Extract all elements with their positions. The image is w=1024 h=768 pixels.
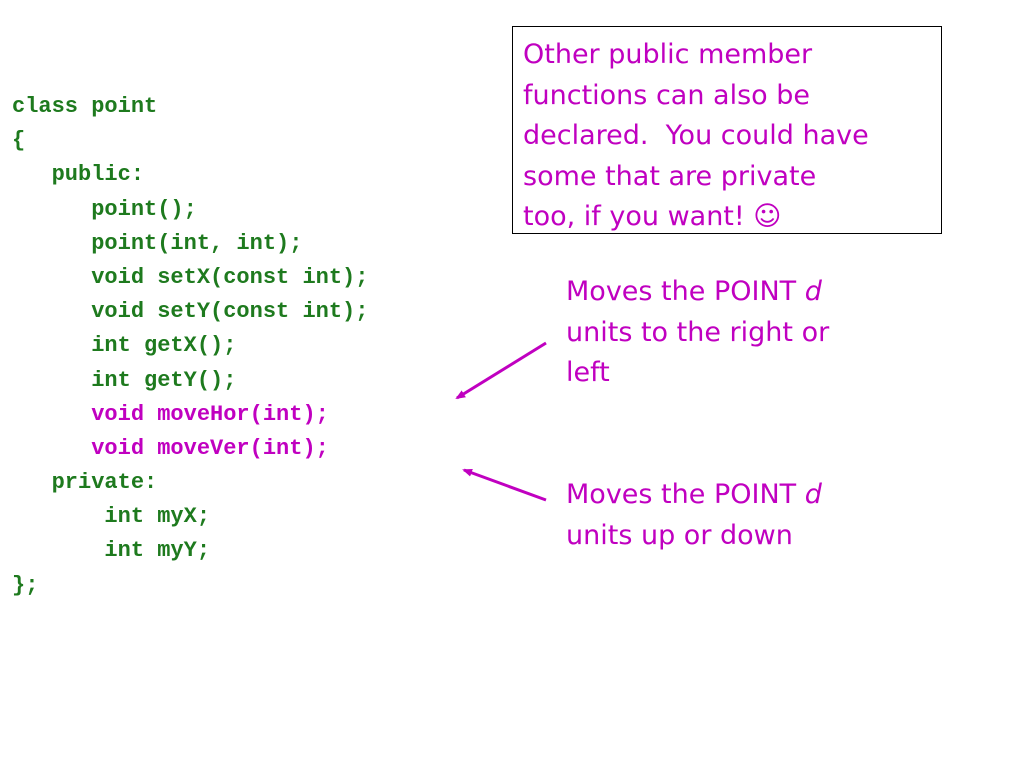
code-line: int myY; — [12, 538, 211, 564]
annotation-move-vertical: Moves the POINT d units up or down — [566, 475, 822, 556]
code-block: class point { public: point(); point(int… — [12, 90, 368, 603]
code-line: { — [12, 128, 26, 154]
code-line: int getX(); — [12, 333, 237, 359]
code-line: class point — [12, 94, 158, 119]
code-line-movever: void moveVer(int); — [12, 435, 329, 461]
code-line: }; — [12, 572, 39, 598]
annotation-line: left — [566, 357, 610, 388]
note-box: Other public member functions can also b… — [512, 26, 942, 234]
code-line: private: — [12, 470, 158, 496]
variable-d: d — [804, 276, 822, 307]
annotation-line: units up or down — [566, 519, 793, 551]
note-line: too, if you want! ☺ — [523, 201, 782, 232]
code-line: int getY(); — [12, 367, 237, 393]
code-line-movehor: void moveHor(int); — [12, 401, 329, 427]
code-line: point(int, int); — [12, 230, 303, 256]
note-line: Other public member — [523, 39, 813, 70]
variable-d: d — [804, 479, 822, 510]
note-line: functions can also be — [523, 79, 810, 111]
annotation-line: Moves the POINT d — [566, 475, 822, 516]
code-line: int myX; — [12, 504, 211, 530]
annotation-line: Moves the POINT d — [566, 272, 829, 313]
code-line: point(); — [12, 196, 197, 222]
code-line: public: — [12, 162, 145, 188]
note-line: some that are private — [523, 160, 817, 192]
arrow-to-movehor — [455, 341, 547, 400]
annotation-text: Moves the POINT — [566, 479, 805, 510]
code-line: void setX(const int); — [12, 264, 369, 290]
annotation-line: units to the right or — [566, 316, 830, 348]
code-line: void setY(const int); — [12, 299, 369, 325]
annotation-text: Moves the POINT — [566, 276, 805, 307]
arrow-to-movever — [462, 468, 547, 502]
annotation-move-horizontal: Moves the POINT d units to the right or … — [566, 272, 829, 394]
note-line: declared. You could have — [523, 120, 869, 151]
